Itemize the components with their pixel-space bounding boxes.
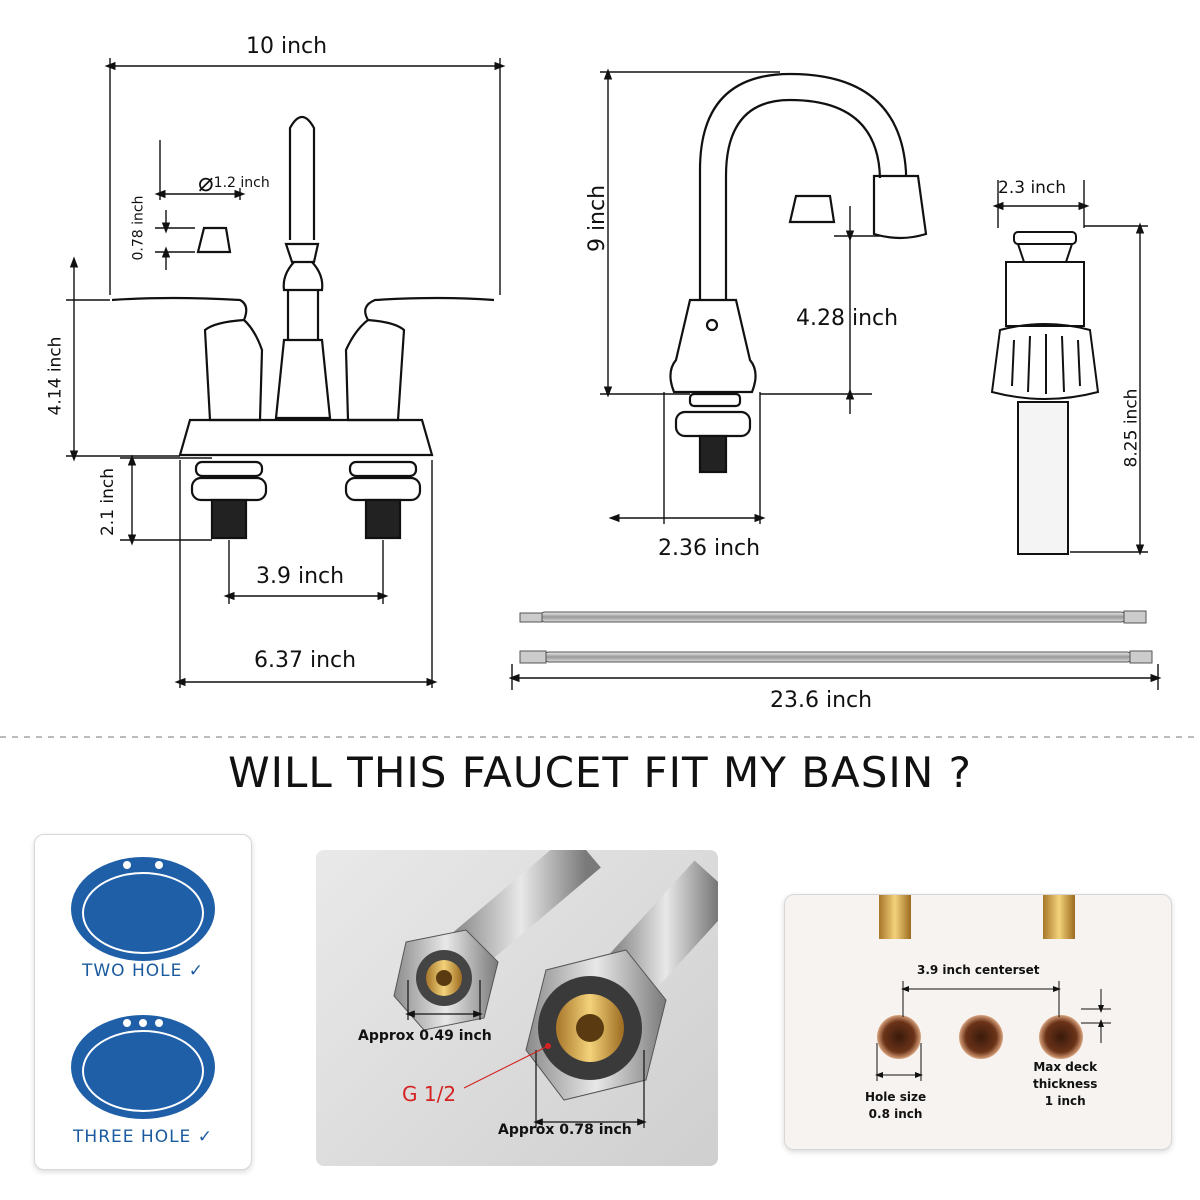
three-hole-caption: THREE HOLE ✓: [35, 1127, 251, 1147]
thread-small-label: Approx 0.49 inch: [358, 1028, 492, 1044]
two-hole-basin-icon: [71, 857, 215, 961]
two-hole-label: TWO HOLE: [81, 961, 183, 981]
faucet-front-view: [111, 115, 495, 540]
installation-illustration: [875, 895, 1111, 1081]
drain-assembly: [990, 231, 1100, 555]
thread-spec-label: G 1/2: [402, 1082, 457, 1106]
installation-requirements-panel: 3.9 inch centerset Hole size 0.8 inch Ma…: [784, 894, 1172, 1150]
basin-illustrations: [71, 857, 215, 1119]
connector-illustration: [393, 850, 718, 1128]
shank-length-label: 2.1 inch: [98, 467, 119, 537]
hose-length-label: 23.6 inch: [770, 688, 873, 713]
hose-connector-photo: Approx 0.49 inch G 1/2 Approx 0.78 inch: [316, 850, 718, 1166]
supply-hoses: [519, 610, 1153, 664]
faucet-height-label: 4.14 inch: [45, 336, 66, 416]
base-width-label: 6.37 inch: [254, 648, 357, 673]
drain-length-label: 8.25 inch: [1121, 388, 1142, 468]
spout-height-label: 9 inch: [585, 184, 611, 253]
check-icon: ✓: [197, 1127, 213, 1147]
diameter-icon: ⌀: [198, 168, 214, 198]
check-icon: ✓: [188, 961, 204, 981]
two-hole-caption: TWO HOLE ✓: [35, 961, 251, 981]
fit-question-heading: WILL THIS FAUCET FIT MY BASIN ?: [228, 748, 972, 797]
handle-diameter-value: 1.2 inch: [213, 175, 270, 191]
drain-dimension-lines: [992, 180, 1148, 556]
spout-side-view: [669, 72, 928, 474]
spout-base-label: 2.36 inch: [658, 536, 761, 561]
basin-compatibility-panel: TWO HOLE ✓ THREE HOLE ✓: [34, 834, 252, 1170]
drain-diameter-label: 2.3 inch: [998, 178, 1067, 198]
hole-size-label: Hole size 0.8 inch: [865, 1090, 927, 1121]
overall-width-label: 10 inch: [246, 34, 328, 59]
three-hole-basin-icon: [71, 1015, 215, 1119]
centerset-label: 3.9 inch: [256, 564, 345, 589]
spout-dimension-lines: [600, 68, 880, 524]
handle-height-label: 0.78 inch: [130, 195, 147, 261]
deck-thickness-label: Max deck thickness 1 inch: [1033, 1060, 1098, 1108]
hose-dimension-lines: [508, 664, 1162, 690]
faucet-front-dimension-lines: [66, 58, 506, 688]
handle-diameter-label: ⌀1.2 inch: [198, 168, 270, 198]
thread-large-label: Approx 0.78 inch: [498, 1122, 632, 1138]
install-centerset-label: 3.9 inch centerset: [917, 963, 1040, 977]
three-hole-label: THREE HOLE: [73, 1127, 192, 1147]
spout-clearance-label: 4.28 inch: [796, 306, 899, 331]
